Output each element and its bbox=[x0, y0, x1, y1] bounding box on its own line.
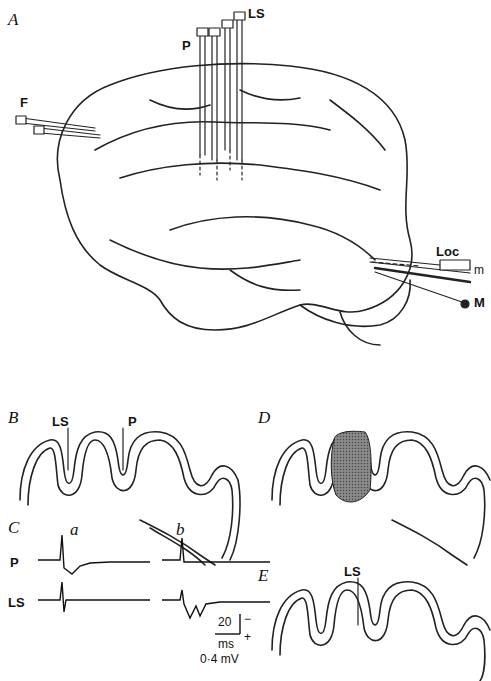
panel-letter: B bbox=[8, 408, 18, 428]
scale-label: ms bbox=[218, 637, 234, 651]
panel-letter: C bbox=[8, 518, 19, 538]
panel-letter: D bbox=[258, 408, 270, 428]
scale-sign: − bbox=[244, 612, 251, 626]
electrode-label: P bbox=[128, 414, 137, 429]
electrode-label: m bbox=[474, 263, 484, 277]
electrode-label: LS bbox=[344, 564, 361, 579]
electrode-label: M bbox=[474, 295, 485, 310]
electrode-label: F bbox=[20, 95, 28, 110]
electrode-label: P bbox=[182, 38, 191, 53]
panel-letter: A bbox=[8, 10, 18, 30]
scale-label: 0·4 mV bbox=[200, 652, 239, 666]
electrode-label: LS bbox=[52, 414, 69, 429]
electrode-label: Loc bbox=[436, 244, 459, 259]
trace-label: LS bbox=[8, 595, 25, 610]
electrode-label: LS bbox=[248, 6, 265, 21]
panel-letter: E bbox=[258, 566, 268, 586]
scale-sign: + bbox=[244, 630, 251, 644]
trace-label: P bbox=[10, 555, 19, 570]
scale-label: 20 bbox=[218, 615, 231, 629]
trace-letter: b bbox=[176, 520, 185, 540]
trace-letter: a bbox=[70, 520, 79, 540]
